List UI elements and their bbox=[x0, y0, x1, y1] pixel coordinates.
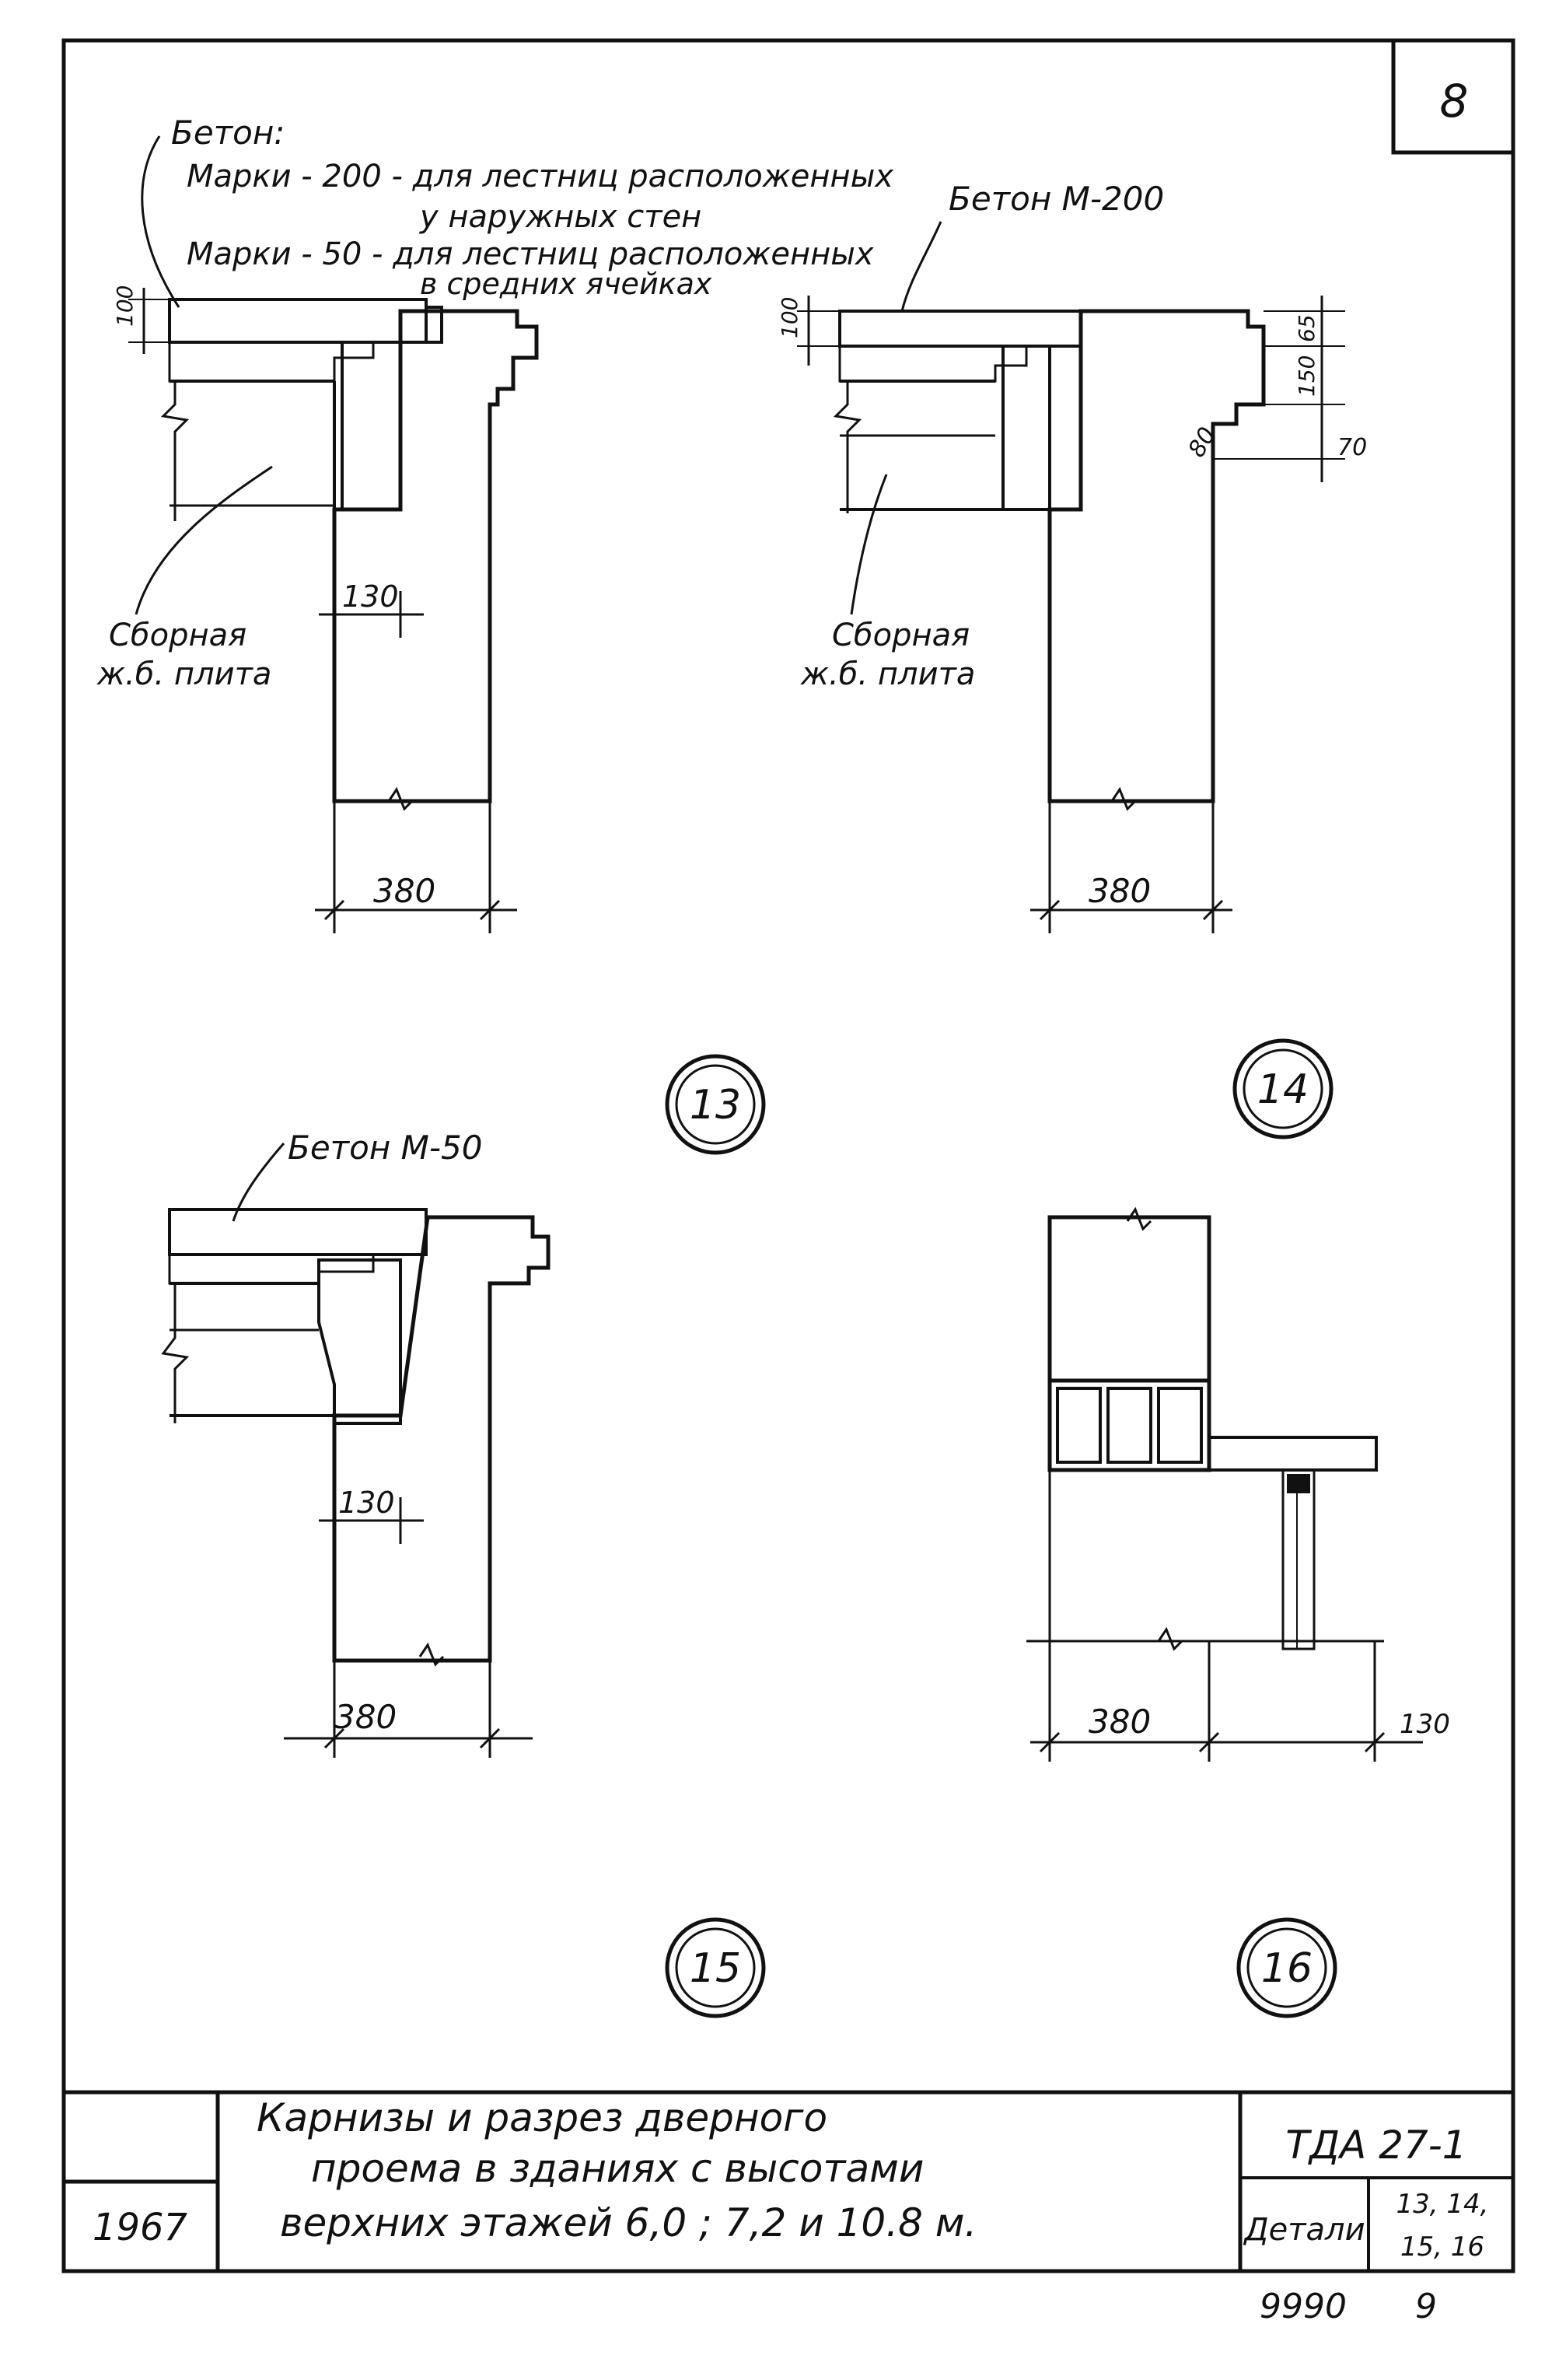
wall-above-opening-16 bbox=[1047, 1215, 1211, 1383]
svg-text:380: 380 bbox=[373, 872, 435, 910]
title-line-1: Карнизы и разрез дверного bbox=[257, 2095, 827, 2140]
concrete-label-15: Бетон М-50 bbox=[288, 1129, 482, 1167]
title-line-2: проема в зданиях с высотами bbox=[311, 2146, 924, 2191]
svg-text:380: 380 bbox=[1089, 1703, 1151, 1741]
detail-13: 100 130 380 Бетон: Марки - 200 - для лес… bbox=[96, 114, 893, 933]
top-slab-15 bbox=[168, 1208, 428, 1256]
detail-15: 130 380 Бетон М-50 bbox=[161, 1129, 551, 1758]
detail-numbers-1: 13, 14, bbox=[1396, 2189, 1489, 2220]
bottom-number: 9990 bbox=[1260, 2287, 1347, 2326]
svg-text:ж.б. плита: ж.б. плита bbox=[800, 656, 975, 692]
svg-text:15: 15 bbox=[690, 1945, 741, 1992]
top-slab-14 bbox=[838, 310, 1082, 348]
svg-text:380: 380 bbox=[1089, 872, 1151, 910]
svg-text:100: 100 bbox=[777, 297, 802, 338]
concrete-label-14: Бетон М-200 bbox=[949, 180, 1164, 218]
top-slab-13 bbox=[168, 298, 428, 344]
concrete-band-13 bbox=[341, 341, 402, 511]
svg-text:Сборная: Сборная bbox=[832, 618, 970, 653]
svg-text:130: 130 bbox=[338, 1486, 395, 1520]
wall-section-13 bbox=[332, 309, 539, 803]
title-block: Карнизы и разрез дверного проема в здани… bbox=[64, 2090, 1513, 2271]
svg-text:14: 14 bbox=[1257, 1066, 1309, 1113]
detail-13-marker: 13 bbox=[665, 1054, 766, 1155]
wall-section-15 bbox=[332, 1215, 551, 1663]
svg-text:130: 130 bbox=[342, 579, 399, 614]
svg-text:у наружных стен: у наружных стен bbox=[419, 199, 701, 235]
svg-text:70: 70 bbox=[1337, 434, 1367, 461]
bottom-sheet: 9 bbox=[1415, 2287, 1437, 2326]
svg-text:Марки - 50 - для лестниц распо: Марки - 50 - для лестниц расположенных bbox=[187, 236, 874, 272]
door-frame-16 bbox=[1281, 1468, 1316, 1650]
detail-16: 380 130 bbox=[1026, 1206, 1450, 1762]
svg-text:65: 65 bbox=[1294, 314, 1320, 342]
sheet-number-box: 8 bbox=[1391, 40, 1513, 155]
svg-text:80: 80 bbox=[1183, 422, 1222, 462]
svg-text:ж.б. плита: ж.б. плита bbox=[96, 656, 271, 692]
sheet-border bbox=[61, 38, 1515, 2273]
title-line-3: верхних этажей 6,0 ; 7,2 и 10.8 м. bbox=[280, 2200, 977, 2245]
svg-text:в средних ячейках: в средних ячейках bbox=[420, 267, 712, 301]
detail-14: 100 65 150 70 80 380 Бетон М-200 Сборная… bbox=[777, 180, 1367, 933]
svg-text:Марки - 200 - для лестниц расп: Марки - 200 - для лестниц расположенных bbox=[187, 159, 893, 194]
wall-section-14 bbox=[1047, 309, 1266, 803]
svg-text:13: 13 bbox=[690, 1082, 741, 1129]
year: 1967 bbox=[93, 2206, 188, 2249]
sheet-number: 8 bbox=[1440, 75, 1469, 128]
drawing-code: ТДА 27-1 bbox=[1285, 2123, 1466, 2168]
detail-16-marker: 16 bbox=[1236, 1917, 1337, 2018]
lintel-blocks bbox=[1047, 1378, 1211, 1472]
detail-label: Детали bbox=[1243, 2212, 1365, 2248]
detail-15-marker: 15 bbox=[665, 1917, 766, 2018]
detail-14-marker: 14 bbox=[1232, 1038, 1334, 1139]
concrete-note-title: Бетон: bbox=[171, 114, 285, 152]
svg-text:Сборная: Сборная bbox=[109, 618, 246, 653]
svg-text:150: 150 bbox=[1294, 355, 1320, 397]
svg-text:16: 16 bbox=[1261, 1945, 1313, 1992]
svg-text:380: 380 bbox=[334, 1698, 397, 1736]
floor-slab-16 bbox=[1208, 1436, 1378, 1472]
detail-numbers-2: 15, 16 bbox=[1400, 2231, 1484, 2263]
svg-text:100: 100 bbox=[112, 285, 138, 327]
svg-text:130: 130 bbox=[1400, 1709, 1450, 1740]
